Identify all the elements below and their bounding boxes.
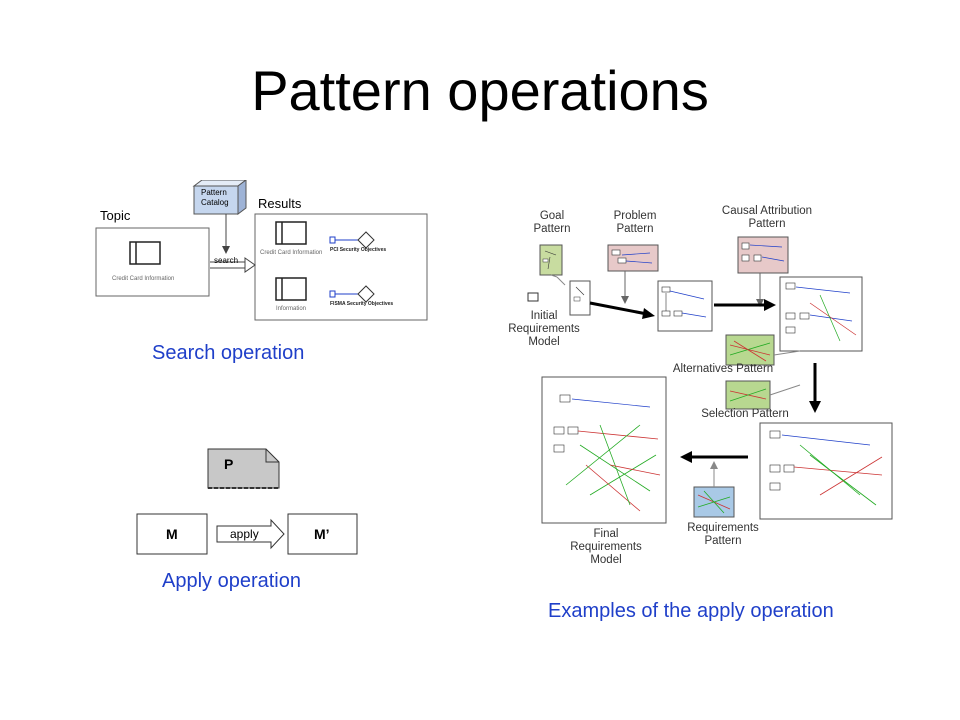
search-diagram-lines bbox=[95, 180, 428, 321]
apply-diagram-shapes bbox=[136, 448, 358, 555]
search-operation-caption: Search operation bbox=[152, 342, 305, 364]
causal-pattern-label: Causal Attribution Pattern bbox=[721, 205, 813, 230]
search-operation-diagram: Topic Results Pattern Catalog search Cre… bbox=[90, 180, 430, 330]
requirements-pattern-thumbnail bbox=[693, 486, 735, 518]
selection-pattern-label: Selection Pattern bbox=[701, 408, 789, 420]
causal-pattern-thumbnail bbox=[737, 236, 789, 274]
requirements-pattern-label: Requirements Pattern bbox=[687, 522, 759, 547]
catalog-label-line2: Catalog bbox=[201, 198, 229, 207]
examples-caption: Examples of the apply operation bbox=[548, 600, 834, 622]
model-2-thumbnail bbox=[657, 280, 713, 332]
model-m-label: M bbox=[166, 526, 178, 542]
result-goal-2: FISMA Security Objectives bbox=[330, 301, 394, 307]
goal-pattern-thumbnail bbox=[539, 244, 563, 276]
apply-arrow-label: apply bbox=[230, 527, 259, 541]
model-m-prime-label: M’ bbox=[314, 526, 330, 542]
catalog-label-line1: Pattern bbox=[201, 188, 227, 197]
model-4-thumbnail bbox=[759, 422, 893, 520]
result-caption-2: Information bbox=[276, 306, 307, 312]
goal-pattern-label: Goal Pattern bbox=[533, 210, 571, 235]
result-goal-1: PCI Security Objectives bbox=[330, 247, 387, 253]
final-model-thumbnail bbox=[541, 376, 667, 524]
pattern-p-label: P bbox=[224, 456, 234, 472]
model-1-thumbnail bbox=[569, 280, 591, 316]
final-model-label: Final Requirements Model bbox=[570, 528, 642, 566]
topic-label: Topic bbox=[100, 208, 131, 223]
selection-pattern-thumbnail bbox=[725, 380, 771, 410]
topic-caption: Credit Card Information bbox=[112, 276, 175, 282]
results-label: Results bbox=[258, 196, 302, 211]
apply-operation-diagram: P M M’ apply bbox=[136, 448, 358, 556]
problem-pattern-thumbnail bbox=[607, 244, 659, 272]
search-label: search bbox=[214, 256, 239, 265]
problem-pattern-label: Problem Pattern bbox=[613, 210, 657, 235]
slide-title: Pattern operations bbox=[251, 59, 709, 122]
result-caption-1: Credit Card Information bbox=[260, 250, 323, 256]
model-3-thumbnail bbox=[779, 276, 863, 352]
alternatives-pattern-label: Alternatives Pattern bbox=[672, 363, 774, 375]
examples-diagram bbox=[527, 236, 893, 524]
apply-operation-caption: Apply operation bbox=[162, 570, 301, 592]
initial-model-label: Initial Requirements Model bbox=[508, 310, 580, 348]
alternatives-pattern-thumbnail bbox=[725, 334, 775, 366]
